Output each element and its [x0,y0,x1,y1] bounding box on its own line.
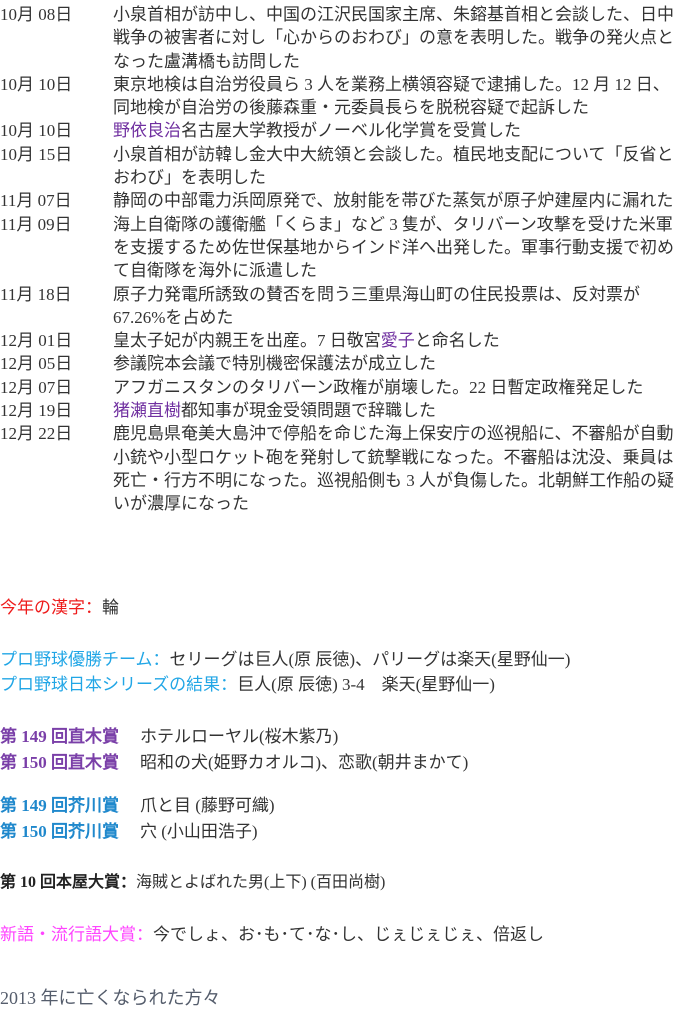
entry-line: 同地検が自治労の後藤森重・元委員長らを脱税容疑で起訴した [113,98,589,118]
entry-date: 10月 15日 [0,144,73,164]
entry-date: 11月 09日 [0,214,72,234]
baseball-winners: プロ野球優勝チーム：セリーグは巨人(原 辰徳)、パリーグは楽天(星野仙一) [0,648,570,672]
timeline-entry: 11月 18日 原子力発電所誘致の賛否を問う三重県海山町の住民投票は、反対票が 67… [0,283,691,330]
kanji-value: 輪 [102,598,119,617]
baseball-winners-value: セリーグは巨人(原 辰徳)、パリーグは楽天(星野仙一) [169,650,571,669]
entry-line: 参議院本会議で特別機密保護法が成立した [113,354,436,374]
entry-line: 東京地検は自治労役員ら 3 人を業務上横領容疑で逮捕した。12 月 12 日、 [113,74,670,94]
entry-line: 小泉首相が訪韓し金大中大統領と会談した。植民地支配について「反省と [113,144,674,164]
timeline-entry: 12月 05日 参議院本会議で特別機密保護法が成立した [0,352,691,375]
entry-text: 野依良治名古屋大学教授がノーベル化学賞を受賞した [113,119,688,142]
entry-line: 戦争の被害者に対し「心からのおわび」の意を表明した。戦争の発火点と [113,28,674,48]
entry-line: を支援するため佐世保基地からインド洋へ出発した。軍事行動支援で初め [113,237,674,257]
entry-line: 死亡・行方不明になった。巡視船側も 3 人が負傷した。北朝鮮工作船の疑 [113,470,674,490]
entry-line: 皇太子妃が内親王を出産。7 日敬宮愛子と命名した [113,331,500,351]
entry-line: 小銃や小型ロケット砲を発射して銃撃戦になった。不審船は沈没、乗員は [113,447,674,467]
timeline-entry: 12月 01日 皇太子妃が内親王を出産。7 日敬宮愛子と命名した [0,329,691,352]
person-name-link[interactable]: 愛子 [380,331,415,351]
timeline-entry: 10月 10日 東京地検は自治労役員ら 3 人を業務上横領容疑で逮捕した。12 月… [0,73,691,120]
entry-line: て自衛隊を海外に派遣した [113,261,317,281]
naoki-149: 第 149 回直木賞 ホテルローヤル(桜木紫乃) [0,725,338,749]
entry-line: おわび」を表明した [113,168,266,188]
entry-text: 皇太子妃が内親王を出産。7 日敬宮愛子と命名した [113,329,688,352]
entry-text: 鹿児島県奄美大島沖で停船を命じた海上保安庁の巡視船に、不審船が自動小銃や小型ロケ… [113,422,688,515]
entry-date: 12月 22日 [0,424,73,444]
entry-line: 野依良治名古屋大学教授がノーベル化学賞を受賞した [113,121,521,141]
entry-text: 猪瀬直樹都知事が現金受領問題で辞職した [113,399,688,422]
baseball-series-value: 巨人(原 辰徳) 3-4 楽天(星野仙一) [237,675,495,694]
entry-text: アフガニスタンのタリバーン政権が崩壊した。22 日暫定政権発足した [113,376,688,399]
timeline-entry: 12月 22日 鹿児島県奄美大島沖で停船を命じた海上保安庁の巡視船に、不審船が自動… [0,422,691,515]
honya-value: 海賊とよばれた男(上下) (百田尚樹) [136,874,386,891]
akutagawa-150: 第 150 回芥川賞 穴 (小山田浩子) [0,820,258,844]
entry-date: 11月 18日 [0,284,72,304]
person-name-link[interactable]: 猪瀬直樹 [113,401,181,421]
entry-line: 67.26%を占めた [113,307,234,327]
naoki-value: 昭和の犬(姫野カオルコ)、恋歌(朝井まかて) [140,753,469,772]
entry-date: 11月 07日 [0,191,72,211]
deaths-heading: 2013 年に亡くなられた方々 [0,988,221,1008]
timeline-entry: 12月 19日 猪瀬直樹都知事が現金受領問題で辞職した [0,399,691,422]
timeline-entry: 12月 07日 アフガニスタンのタリバーン政権が崩壊した。22 日暫定政権発足した [0,376,691,399]
akutagawa-value: 穴 (小山田浩子) [140,822,258,841]
entry-line: アフガニスタンのタリバーン政権が崩壊した。22 日暫定政権発足した [113,377,644,397]
entry-line: 海上自衛隊の護衛艦「くらま」など 3 隻が、タリバーン攻撃を受けた米軍 [113,214,673,234]
baseball-series-label: プロ野球日本シリーズの結果： [0,675,238,694]
kanji-of-year: 今年の漢字：輪 [0,596,119,620]
timeline-entry: 10月 08日 小泉首相が訪中し、中国の江沢民国家主席、朱鎔基首相と会談した、日中… [0,3,691,73]
ryukogo-award: 新語・流行語大賞：今でしょ、お･も･て･な･し、じぇじぇじぇ、倍返し [0,923,544,947]
entry-text: 原子力発電所誘致の賛否を問う三重県海山町の住民投票は、反対票が 67.26%を占め… [113,283,688,330]
entry-line: 静岡の中部電力浜岡原発で、放射能を帯びた蒸気が原子炉建屋内に漏れた [113,191,674,211]
entry-date: 12月 07日 [0,377,73,397]
entry-text: 参議院本会議で特別機密保護法が成立した [113,352,688,375]
entry-text: 小泉首相が訪韓し金大中大統領と会談した。植民地支配について「反省とおわび」を表明… [113,143,688,190]
entry-date: 10月 10日 [0,121,73,141]
akutagawa-label: 第 149 回芥川賞 [0,796,119,815]
entry-date: 12月 19日 [0,401,73,421]
naoki-label: 第 149 回直木賞 [0,727,119,746]
kanji-label: 今年の漢字： [0,598,102,617]
ryukogo-value: 今でしょ、お･も･て･な･し、じぇじぇじぇ、倍返し [153,925,544,944]
honya-award: 第 10 回本屋大賞：海賊とよばれた男(上下) (百田尚樹) [0,871,385,895]
baseball-series: プロ野球日本シリーズの結果：巨人(原 辰徳) 3-4 楽天(星野仙一) [0,673,495,697]
timeline-entry: 10月 10日 野依良治名古屋大学教授がノーベル化学賞を受賞した [0,119,691,142]
akutagawa-149: 第 149 回芥川賞 爪と目 (藤野可織) [0,794,275,818]
entry-text: 小泉首相が訪中し、中国の江沢民国家主席、朱鎔基首相と会談した、日中戦争の被害者に… [113,3,688,73]
timeline-entry: 11月 09日 海上自衛隊の護衛艦「くらま」など 3 隻が、タリバーン攻撃を受けた… [0,213,691,283]
entry-line: 鹿児島県奄美大島沖で停船を命じた海上保安庁の巡視船に、不審船が自動 [113,424,674,444]
timeline-entry: 11月 07日 静岡の中部電力浜岡原発で、放射能を帯びた蒸気が原子炉建屋内に漏れた [0,189,691,212]
entry-date: 10月 10日 [0,74,73,94]
entry-date: 12月 01日 [0,331,73,351]
honya-label: 第 10 回本屋大賞： [0,874,137,891]
timeline-entry: 10月 15日 小泉首相が訪韓し金大中大統領と会談した。植民地支配について「反省と… [0,143,691,190]
entry-date: 10月 08日 [0,5,73,24]
entry-date: 12月 05日 [0,354,73,374]
entry-text: 海上自衛隊の護衛艦「くらま」など 3 隻が、タリバーン攻撃を受けた米軍を支援する… [113,213,688,283]
naoki-value: ホテルローヤル(桜木紫乃) [140,727,339,746]
entry-line: 原子力発電所誘致の賛否を問う三重県海山町の住民投票は、反対票が [113,284,640,304]
entry-line: 小泉首相が訪中し、中国の江沢民国家主席、朱鎔基首相と会談した、日中 [113,5,674,24]
entry-line: なった盧溝橋も訪問した [113,51,300,71]
naoki-label: 第 150 回直木賞 [0,753,119,772]
person-name-link[interactable]: 野依良治 [113,121,181,141]
naoki-150: 第 150 回直木賞 昭和の犬(姫野カオルコ)、恋歌(朝井まかて) [0,751,468,775]
timeline-list: 10月 08日 小泉首相が訪中し、中国の江沢民国家主席、朱鎔基首相と会談した、日中… [0,3,691,516]
baseball-winners-label: プロ野球優勝チーム： [0,650,170,669]
entry-line: いが濃厚になった [113,494,249,514]
akutagawa-label: 第 150 回芥川賞 [0,822,119,841]
entry-text: 静岡の中部電力浜岡原発で、放射能を帯びた蒸気が原子炉建屋内に漏れた [113,189,688,212]
entry-text: 東京地検は自治労役員ら 3 人を業務上横領容疑で逮捕した。12 月 12 日、同… [113,73,688,120]
entry-line: 猪瀬直樹都知事が現金受領問題で辞職した [113,401,436,421]
ryukogo-label: 新語・流行語大賞： [0,925,153,944]
akutagawa-value: 爪と目 (藤野可織) [140,796,275,815]
